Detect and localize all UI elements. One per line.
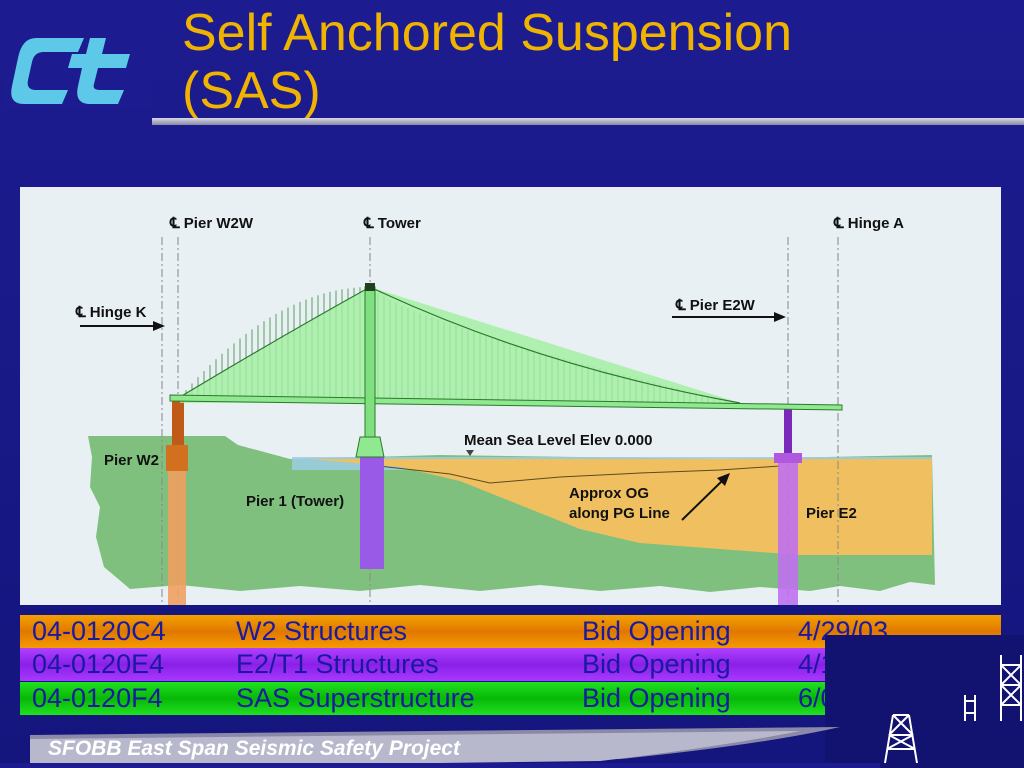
bridge-diagram: ℄ Pier W2W ℄ Tower ℄ Hinge A ℄ Hinge K ℄… (20, 187, 1001, 605)
tower-shaft (364, 286, 376, 458)
title-rule (152, 118, 1024, 125)
label-approx-og-1: Approx OG (569, 485, 649, 502)
bridge-deck (169, 394, 843, 411)
contract-event: Bid Opening (582, 683, 731, 713)
label-msl: Mean Sea Level Elev 0.000 (464, 432, 652, 449)
pier-w2-column (172, 400, 184, 458)
title-line-1: Self Anchored Suspension (182, 4, 792, 62)
label-hinge-a: ℄ Hinge A (833, 215, 904, 232)
label-hinge-k: ℄ Hinge K (75, 304, 147, 321)
label-pier-e2w: ℄ Pier E2W (675, 297, 756, 314)
pier-e2-foundation (778, 463, 798, 605)
footer-title: SFOBB East Span Seismic Safety Project (48, 737, 460, 760)
main-cable (179, 286, 741, 404)
contract-id: 04-0120C4 (32, 616, 166, 646)
main-cable-envelope (180, 287, 740, 403)
caltrans-logo (6, 30, 152, 108)
pier-w2-cap (166, 445, 188, 471)
contract-name: W2 Structures (236, 616, 408, 646)
contract-name: E2/T1 Structures (236, 649, 439, 679)
sediment-layer (310, 459, 932, 555)
label-approx-og-2: along PG Line (569, 505, 670, 522)
contract-name: SAS Superstructure (236, 683, 475, 713)
approx-og-arrow (681, 473, 730, 521)
contract-id: 04-0120F4 (32, 683, 163, 713)
hinge-k-arrow (80, 321, 165, 331)
label-pier-w2: Pier W2 (104, 452, 159, 469)
tower-top (365, 283, 375, 291)
slide-title: Self Anchored Suspension (SAS) (182, 4, 792, 120)
pier-e2w-arrow (672, 312, 786, 322)
tower-base (355, 436, 385, 458)
pier-w2-foundation (168, 471, 186, 605)
pier-e2-column (784, 409, 792, 455)
msl-marker (466, 450, 474, 456)
og-line (369, 464, 781, 484)
label-pier-w2w: ℄ Pier W2W (169, 215, 254, 232)
label-pier-e2: Pier E2 (806, 505, 857, 522)
contract-event: Bid Opening (582, 649, 731, 679)
bridge-tower-graphic (825, 635, 1024, 768)
bridge-elevation-drawing: ℄ Pier W2W ℄ Tower ℄ Hinge A ℄ Hinge K ℄… (75, 215, 935, 605)
contract-event: Bid Opening (582, 616, 731, 646)
pier-e2-cap (774, 453, 802, 463)
contract-id: 04-0120E4 (32, 649, 165, 679)
label-pier-1: Pier 1 (Tower) (246, 493, 344, 510)
footer-swoosh (0, 727, 880, 768)
label-tower: ℄ Tower (363, 215, 421, 232)
pier-1-foundation (360, 455, 384, 569)
title-line-2: (SAS) (182, 62, 321, 120)
